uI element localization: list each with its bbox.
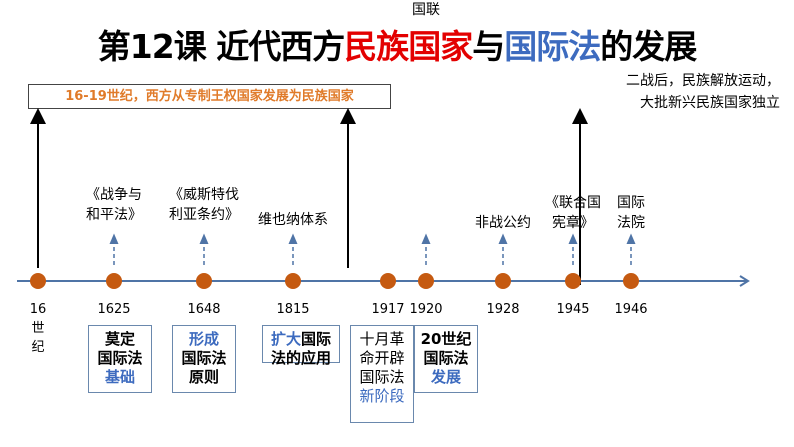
event-dot bbox=[495, 273, 511, 289]
event-label-line: 《联合国 bbox=[545, 195, 601, 211]
box-line: 新阶段 bbox=[359, 387, 405, 405]
year-label: 1920 bbox=[401, 302, 451, 317]
year-text: 1928 bbox=[486, 302, 520, 317]
note-line: 大批新兴民族国家独立 bbox=[640, 95, 780, 111]
significance-box: 扩大国际法的应用 bbox=[262, 325, 340, 367]
year-label: 1648 bbox=[179, 302, 229, 317]
event-label: 《威斯特伐利亚条约》 bbox=[159, 185, 249, 225]
box-line: 原则 bbox=[188, 368, 219, 386]
event-dot bbox=[418, 273, 434, 289]
event-label-line: 法院 bbox=[617, 215, 645, 231]
event-dot bbox=[30, 273, 46, 289]
box-line: 形成 bbox=[188, 330, 219, 348]
event-dot bbox=[106, 273, 122, 289]
box-line: 十月革 bbox=[359, 330, 405, 348]
postwar-note: 二战后，民族解放运动， 大批新兴民族国家独立 bbox=[560, 70, 780, 114]
event-label-line: 利亚条约》 bbox=[169, 207, 239, 223]
event-label-line: 非战公约 bbox=[475, 215, 531, 231]
year-text: 1815 bbox=[276, 302, 310, 317]
year-label: 1945 bbox=[548, 302, 598, 317]
title-mid: 与 bbox=[472, 27, 505, 66]
box-line: 国际法 bbox=[423, 349, 469, 367]
significance-box: 20世纪国际法发展 bbox=[414, 325, 478, 393]
event-label: 《战争与和平法》 bbox=[69, 185, 159, 225]
event-label: 《联合国宪章》 bbox=[528, 193, 618, 233]
event-label: 国际法院 bbox=[586, 193, 676, 233]
box-line: 基础 bbox=[104, 368, 135, 386]
year-text: 1917 bbox=[371, 302, 405, 317]
year-label: 1625 bbox=[89, 302, 139, 317]
box-line: 国际法 bbox=[181, 349, 227, 367]
box-text: 国际 bbox=[301, 330, 332, 348]
significance-box: 形成国际法原则 bbox=[172, 325, 236, 393]
significance-box: 莫定国际法基础 bbox=[88, 325, 152, 393]
year-text: 16 bbox=[29, 302, 47, 317]
event-label: 国联 bbox=[381, 0, 471, 20]
year-text: 1648 bbox=[187, 302, 221, 317]
box-line: 法的应用 bbox=[270, 349, 331, 367]
year-text: 1920 bbox=[409, 302, 443, 317]
year-text: 1946 bbox=[614, 302, 648, 317]
box-line: 发展 bbox=[430, 368, 461, 386]
title-suffix: 的发展 bbox=[600, 27, 697, 66]
box-text: 扩大 bbox=[270, 330, 301, 348]
significance-box: 十月革命开辟国际法新阶段 bbox=[350, 325, 414, 423]
event-dot bbox=[285, 273, 301, 289]
page-title: 第12课 近代西方民族国家与国际法的发展 bbox=[0, 20, 794, 68]
year-label: 1928 bbox=[478, 302, 528, 317]
event-label-line: 宪章》 bbox=[552, 215, 594, 231]
event-dot bbox=[196, 273, 212, 289]
event-label-line: 和平法》 bbox=[86, 207, 142, 223]
axis-arrow-icon bbox=[739, 275, 750, 287]
year-text: 世 bbox=[31, 321, 45, 336]
box-line: 命开辟 bbox=[359, 349, 405, 367]
event-dot bbox=[623, 273, 639, 289]
box-line: 国际法 bbox=[97, 349, 143, 367]
note-line: 二战后，民族解放运动， bbox=[626, 73, 780, 89]
title-blue: 国际法 bbox=[504, 27, 601, 66]
year-label: 1815 bbox=[268, 302, 318, 317]
era-box: 16-19世纪，西方从专制王权国家发展为民族国家 bbox=[28, 84, 391, 109]
year-text: 1625 bbox=[97, 302, 131, 317]
box-line: 莫定 bbox=[104, 330, 135, 348]
title-prefix: 第12课 近代西方 bbox=[97, 27, 345, 66]
box-line: 国际法 bbox=[359, 368, 405, 386]
event-label-line: 维也纳体系 bbox=[258, 212, 328, 228]
event-label-line: 国联 bbox=[412, 2, 440, 18]
box-line: 20世纪 bbox=[420, 330, 472, 348]
event-label: 非战公约 bbox=[458, 213, 548, 233]
year-label: 16 世纪 bbox=[13, 302, 63, 355]
event-dot bbox=[565, 273, 581, 289]
year-text: 纪 bbox=[31, 340, 45, 355]
event-label: 维也纳体系 bbox=[248, 210, 338, 230]
title-red: 民族国家 bbox=[344, 27, 473, 66]
event-label-line: 《战争与 bbox=[86, 187, 142, 203]
year-text: 1945 bbox=[556, 302, 590, 317]
year-label: 1946 bbox=[606, 302, 656, 317]
event-label-line: 国际 bbox=[617, 195, 645, 211]
year-label: 1917 bbox=[363, 302, 413, 317]
event-dot bbox=[380, 273, 396, 289]
event-label-line: 《威斯特伐 bbox=[169, 187, 239, 203]
